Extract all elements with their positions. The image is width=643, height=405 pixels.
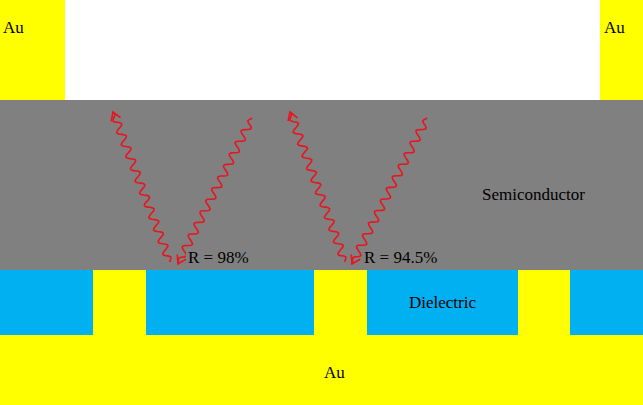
reflectance-label: R = 94.5% xyxy=(362,248,439,268)
light-ray xyxy=(290,112,346,262)
layer-label: Au xyxy=(324,363,345,383)
semiconductor-layer xyxy=(0,100,643,270)
layer-label: Semiconductor xyxy=(482,185,585,205)
light-ray xyxy=(113,112,171,262)
layer-label: Dielectric xyxy=(409,293,476,313)
arrow-head xyxy=(177,255,186,264)
layer-label: Au xyxy=(604,18,625,38)
au-via-row xyxy=(0,270,643,335)
dielectric-block: Dielectric xyxy=(367,270,518,335)
au-back-reflector: Au xyxy=(0,335,643,405)
au-contact xyxy=(0,0,65,100)
semiconductor-layer: Semiconductor xyxy=(0,100,643,270)
reflectance-label: R = 98% xyxy=(186,248,251,268)
dielectric-block xyxy=(146,270,314,335)
light-ray xyxy=(178,118,252,264)
au-back-reflector xyxy=(0,335,643,405)
arrow-head xyxy=(111,112,120,121)
arrow-head xyxy=(288,112,297,121)
au-contact: Au xyxy=(600,0,643,100)
arrow-head xyxy=(351,255,360,264)
dielectric-block xyxy=(367,270,518,335)
dielectric-block xyxy=(0,270,93,335)
layer-label: Au xyxy=(3,18,24,38)
light-ray xyxy=(352,118,427,264)
au-contact xyxy=(600,0,643,100)
au-contact: Au xyxy=(0,0,65,100)
dielectric-block xyxy=(570,270,643,335)
